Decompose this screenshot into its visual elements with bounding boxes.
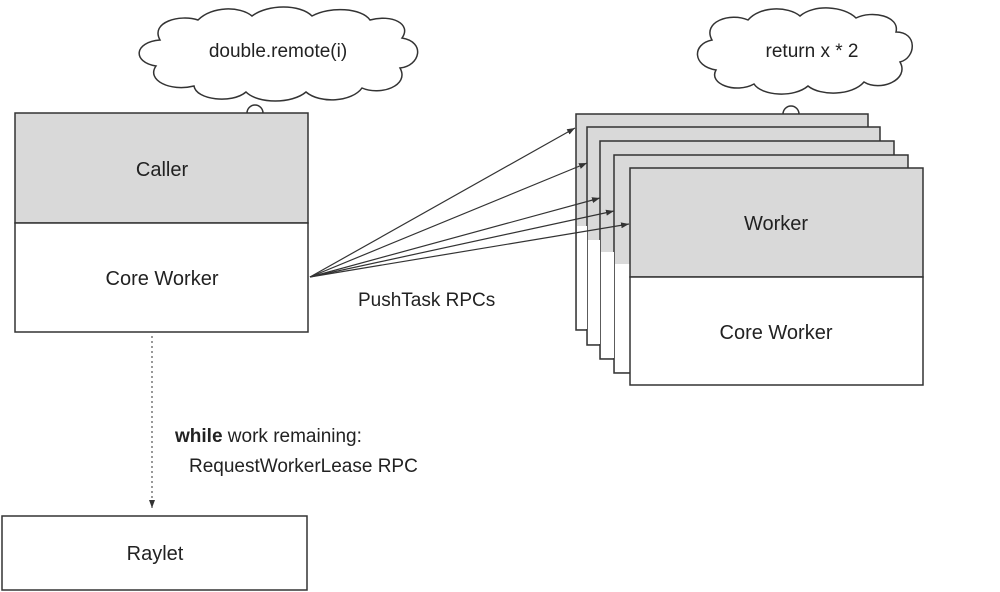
worker-core-worker <box>629 276 924 386</box>
raylet-label: Raylet <box>127 543 184 565</box>
pushtask-arrow-1 <box>309 127 576 278</box>
raylet-box: Raylet <box>1 515 308 591</box>
pushtask-arrow-5 <box>309 222 630 278</box>
pushtask-arrows <box>309 127 630 278</box>
caller-thought-text: double.remote(i) <box>209 41 347 62</box>
worker-thought-text: return x * 2 <box>766 41 859 62</box>
worker-core-worker-label: Core Worker <box>720 322 833 344</box>
caller-core-worker-label: Core Worker <box>106 268 219 290</box>
worker-title: Worker <box>744 213 808 235</box>
caller-title: Caller <box>136 159 189 181</box>
caller-core-worker <box>14 222 309 333</box>
worker-stack: Worker Core Worker <box>575 113 924 386</box>
caller-thought-cloud: double.remote(i) <box>138 6 419 146</box>
pushtask-arrow-3 <box>309 197 601 278</box>
lease-line1-rest: work remaining: <box>223 426 362 447</box>
pushtask-arrow-4 <box>309 209 615 278</box>
worker-thought-cloud: return x * 2 <box>696 7 913 123</box>
pushtask-arrow-2 <box>309 162 588 278</box>
caller-box: Caller Core Worker <box>14 112 309 333</box>
worker-header <box>629 167 924 278</box>
pushtask-label: PushTask RPCs <box>358 290 495 311</box>
lease-text-line2: RequestWorkerLease RPC <box>189 456 418 477</box>
lease-keyword: while <box>174 426 223 447</box>
lease-text-line1: while work remaining: <box>174 426 362 447</box>
